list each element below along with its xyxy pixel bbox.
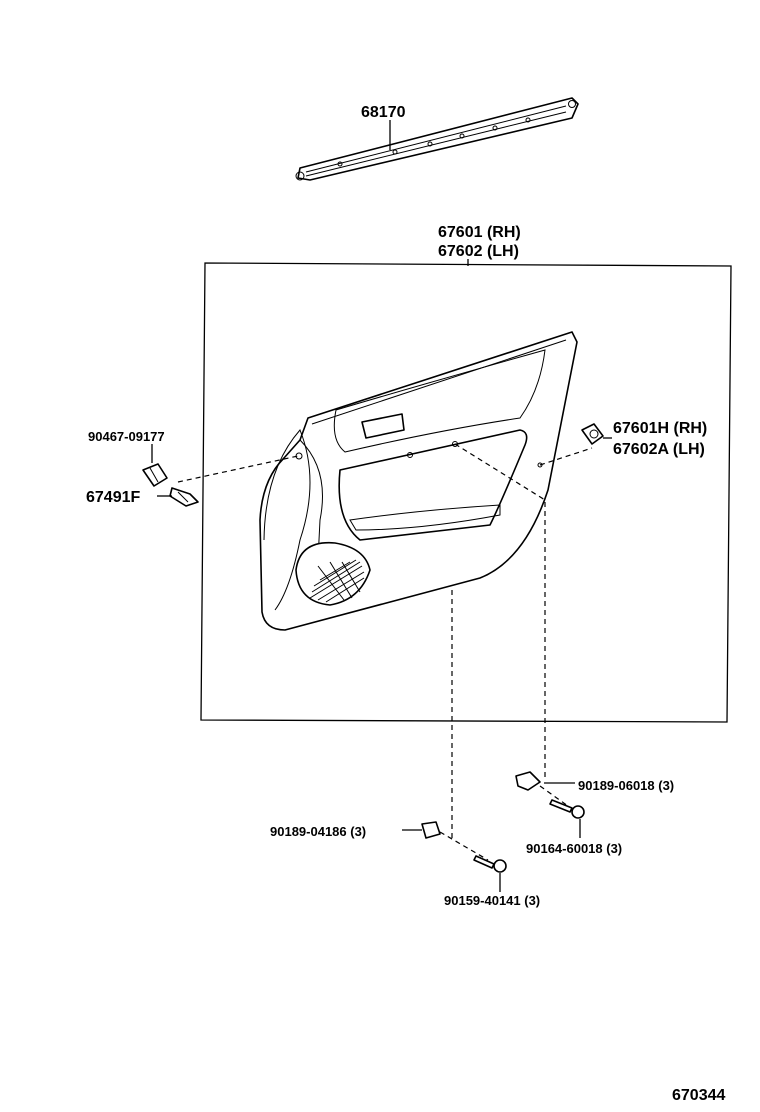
door-trim-panel	[259, 331, 578, 631]
pad-lh-label: 67602A (LH)	[613, 441, 705, 458]
panel-lh-label: 67602 (LH)	[438, 243, 519, 260]
panel-rh-label: 67601 (RH)	[438, 224, 521, 241]
weatherstrip-label: 68170	[361, 104, 406, 121]
clip-part	[142, 463, 168, 487]
bolt-a-part	[549, 799, 585, 819]
bolt-b-label: 90159-40141 (3)	[444, 893, 540, 908]
bolt-a-label: 90164-60018 (3)	[526, 841, 622, 856]
screw-a-label: 90189-06018 (3)	[578, 778, 674, 793]
pad-dash	[539, 447, 593, 466]
screw-b-label: 90189-04186 (3)	[270, 824, 366, 839]
pad-part	[581, 423, 604, 445]
plug-part	[169, 487, 199, 507]
speaker-grille	[309, 559, 365, 603]
pad-rh-label: 67601H (RH)	[613, 420, 707, 437]
bolt-b-part	[473, 855, 507, 873]
plug-label: 67491F	[86, 489, 140, 506]
clip-dash	[177, 455, 299, 483]
right-fastener-dash	[454, 443, 546, 780]
screw-b-part	[421, 821, 441, 839]
panel-frame	[200, 262, 732, 723]
diagram-id: 670344	[672, 1087, 725, 1104]
screw-a-part	[515, 771, 541, 791]
weatherstrip-part	[295, 97, 579, 181]
clip-label: 90467-09177	[88, 429, 165, 444]
